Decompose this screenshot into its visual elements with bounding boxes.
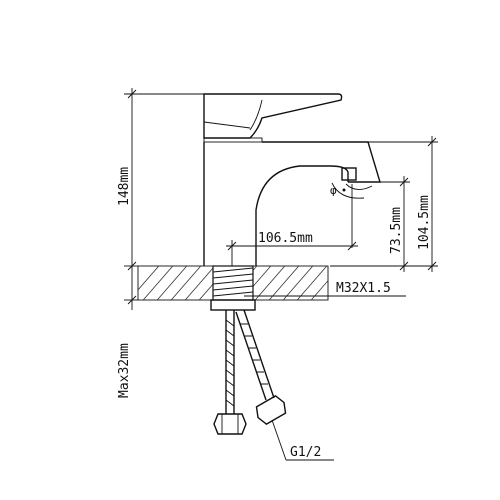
dim-spout-height <box>330 136 438 272</box>
label-shank-thread: M32X1.5 <box>336 281 391 296</box>
label-hose-thread: G1/2 <box>290 445 321 460</box>
svg-text:φ: φ <box>330 184 337 197</box>
dim-outlet-height <box>380 176 410 272</box>
label-spout-reach: 106.5mm <box>258 231 313 246</box>
label-mount-thickness: Max32mm <box>117 343 132 398</box>
outlet-swivel-indicator: φ <box>330 182 373 199</box>
label-total-height: 148mm <box>117 167 132 206</box>
supply-hoses <box>213 309 287 435</box>
label-outlet-height: 73.5mm <box>389 207 404 254</box>
dim-spout-reach <box>226 184 358 266</box>
leader-hose-thread <box>271 419 334 461</box>
label-spout-height: 104.5mm <box>417 195 432 250</box>
dim-mount-thickness <box>124 272 138 310</box>
dim-total-height <box>124 88 204 272</box>
faucet-body <box>203 93 381 266</box>
threaded-shank <box>210 265 256 311</box>
